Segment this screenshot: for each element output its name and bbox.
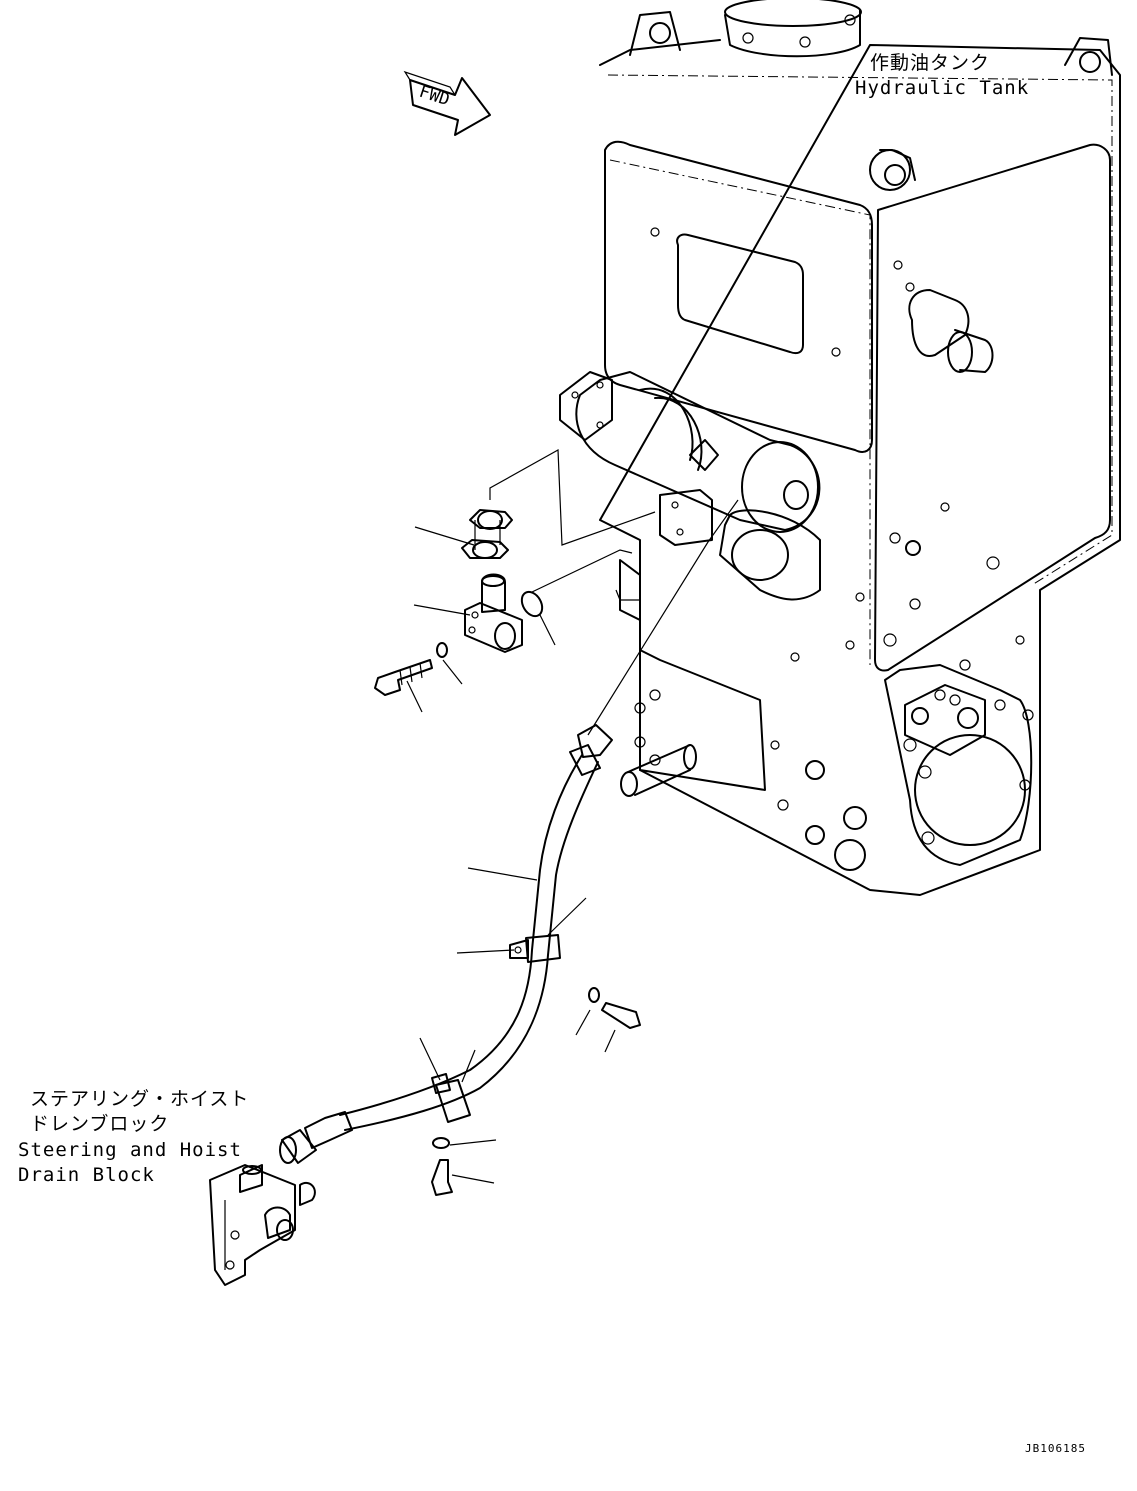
fwd-arrow-icon: FWD [403,70,491,136]
document-id: JB106185 [1025,1442,1086,1455]
drain-block-label-jp-2: ドレンブロック [30,1113,170,1135]
drain-block-drawing [209,1164,316,1286]
drain-hose-drawing [279,724,641,1196]
hydraulic-tank-label-en: Hydraulic Tank [855,77,1030,99]
hydraulic-tank-label-jp: 作動油タンク [870,52,991,74]
drain-block-label-en-2: Drain Block [18,1164,155,1186]
drain-block-label-jp-1: ステアリング・ホイスト [30,1088,250,1110]
parts-exploded-view [374,449,739,736]
drain-block-label-en-1: Steering and Hoist [18,1139,242,1161]
hydraulic-tank-drawing [559,0,1121,896]
